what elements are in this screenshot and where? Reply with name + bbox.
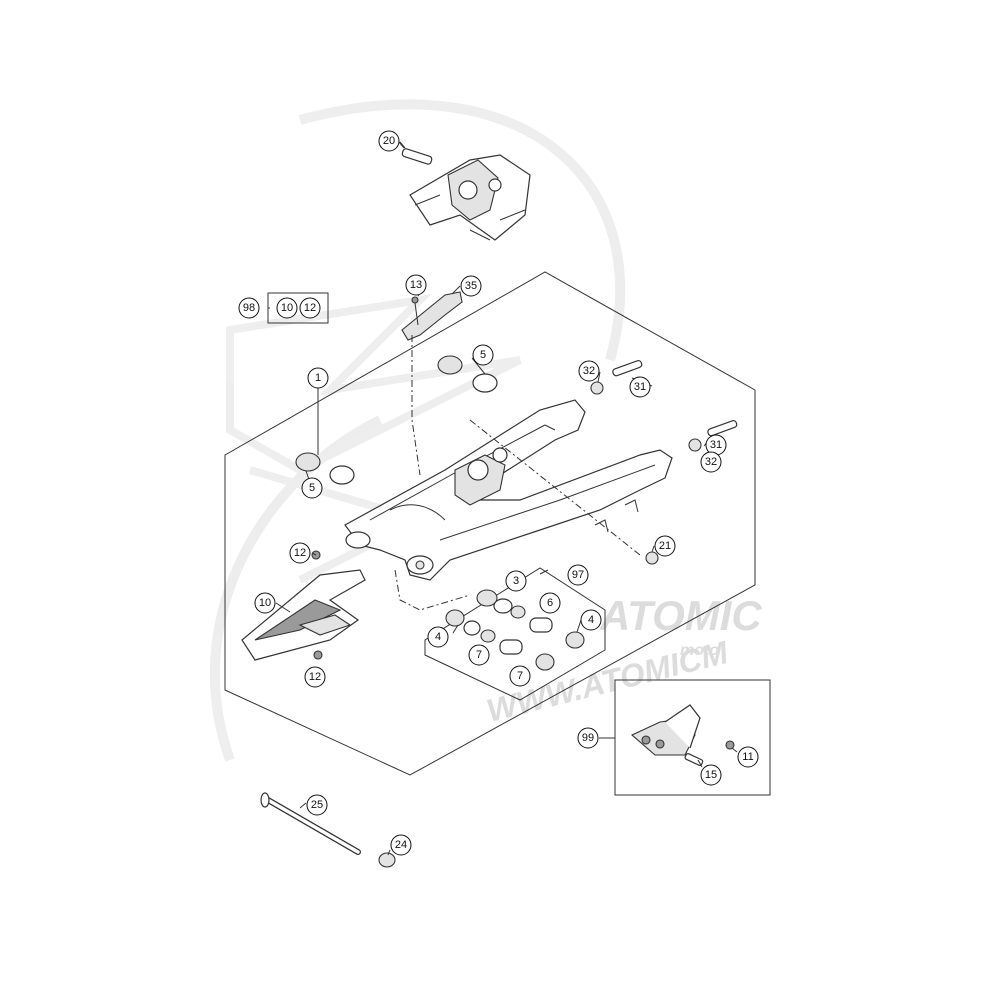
callout-31-upper: 31 [629,376,651,398]
callout-15: 15 [700,764,722,786]
svg-text:12: 12 [309,671,321,683]
callout-12-lower: 12 [304,666,326,688]
cover-5-upper-b [472,373,498,393]
callout-5-lower: 5 [301,477,323,499]
callout-25: 25 [306,794,328,816]
bolt-11 [725,740,735,750]
callout-13: 13 [405,274,427,296]
callout-1: 1 [307,367,329,389]
svg-text:24: 24 [395,839,407,851]
svg-text:12: 12 [294,547,306,559]
callout-7-lower: 7 [509,665,531,687]
svg-text:6: 6 [547,597,553,609]
swingarm [344,399,673,581]
svg-text:21: 21 [659,540,671,552]
cover-5-upper-a [437,355,463,375]
bolt-20 [401,148,433,165]
svg-text:7: 7 [476,649,482,661]
svg-text:35: 35 [465,280,477,292]
callout-6: 6 [539,592,561,614]
bolt-15 [684,753,704,766]
svg-text:3: 3 [513,575,519,587]
svg-text:31: 31 [710,439,722,451]
svg-text:10: 10 [259,597,271,609]
svg-text:1: 1 [315,372,321,384]
svg-text:15: 15 [705,769,717,781]
watermark-sub: moto [680,642,719,659]
nut-24 [378,852,396,868]
bearing-set [445,589,585,671]
callout-3: 3 [505,570,527,592]
nut-32-upper [590,381,604,395]
callout-4-left: 4 [427,626,449,648]
svg-text:4: 4 [435,631,441,643]
callout-98-10: 10 [276,297,298,319]
svg-text:98: 98 [243,302,255,314]
axle-31-lower [707,419,738,437]
svg-text:97: 97 [572,569,584,581]
svg-text:32: 32 [583,365,595,377]
callout-7-upper: 7 [468,644,490,666]
svg-text:10: 10 [281,302,293,314]
callout-98-12: 12 [299,297,321,319]
svg-text:4: 4 [588,614,594,626]
callout-10: 10 [254,592,276,614]
svg-text:32: 32 [705,456,717,468]
cover-5-lower-a [295,452,321,472]
axle-31-upper [612,359,643,377]
nut-21 [645,551,659,565]
callout-5-upper: 5 [472,344,494,366]
part-35-chain-slider [401,291,463,341]
nut-32-lower [688,438,702,452]
svg-text:7: 7 [517,670,523,682]
callout-12-upper: 12 [289,542,311,564]
svg-text:5: 5 [480,349,486,361]
callout-11: 11 [737,746,759,768]
svg-text:11: 11 [742,751,753,763]
swingarm-kit-frame [224,271,756,776]
svg-text:20: 20 [383,135,395,147]
callout-99: 99 [577,727,599,749]
svg-text:12: 12 [304,302,316,314]
bolt-12-lower [313,650,323,660]
svg-text:13: 13 [410,279,422,291]
svg-text:99: 99 [582,732,594,744]
callout-32-lower: 32 [700,451,722,473]
frame-section [399,141,531,241]
cover-5-lower-b [329,465,355,485]
callout-32-upper: 32 [578,360,600,382]
bearing-kit-frame [424,567,606,701]
callout-31-lower: 31 [705,434,727,456]
callout-98: 98 [238,297,260,319]
svg-text:31: 31 [634,381,646,393]
callout-labels: 20 13 35 98 10 12 5 1 32 31 31 32 5 12 2… [238,130,759,856]
chain-guide-99 [630,704,701,756]
svg-text:5: 5 [309,482,315,494]
callout-24: 24 [390,834,412,856]
watermark-brand: ATOMIC [599,592,762,639]
bolt-13 [411,296,419,304]
callout-21: 21 [654,535,676,557]
callout-4-right: 4 [580,609,602,631]
callout-97: 97 [567,564,589,586]
part-10-chain-slider [241,569,366,661]
callout-35: 35 [460,275,482,297]
svg-text:25: 25 [311,799,323,811]
callout-20: 20 [378,130,400,152]
